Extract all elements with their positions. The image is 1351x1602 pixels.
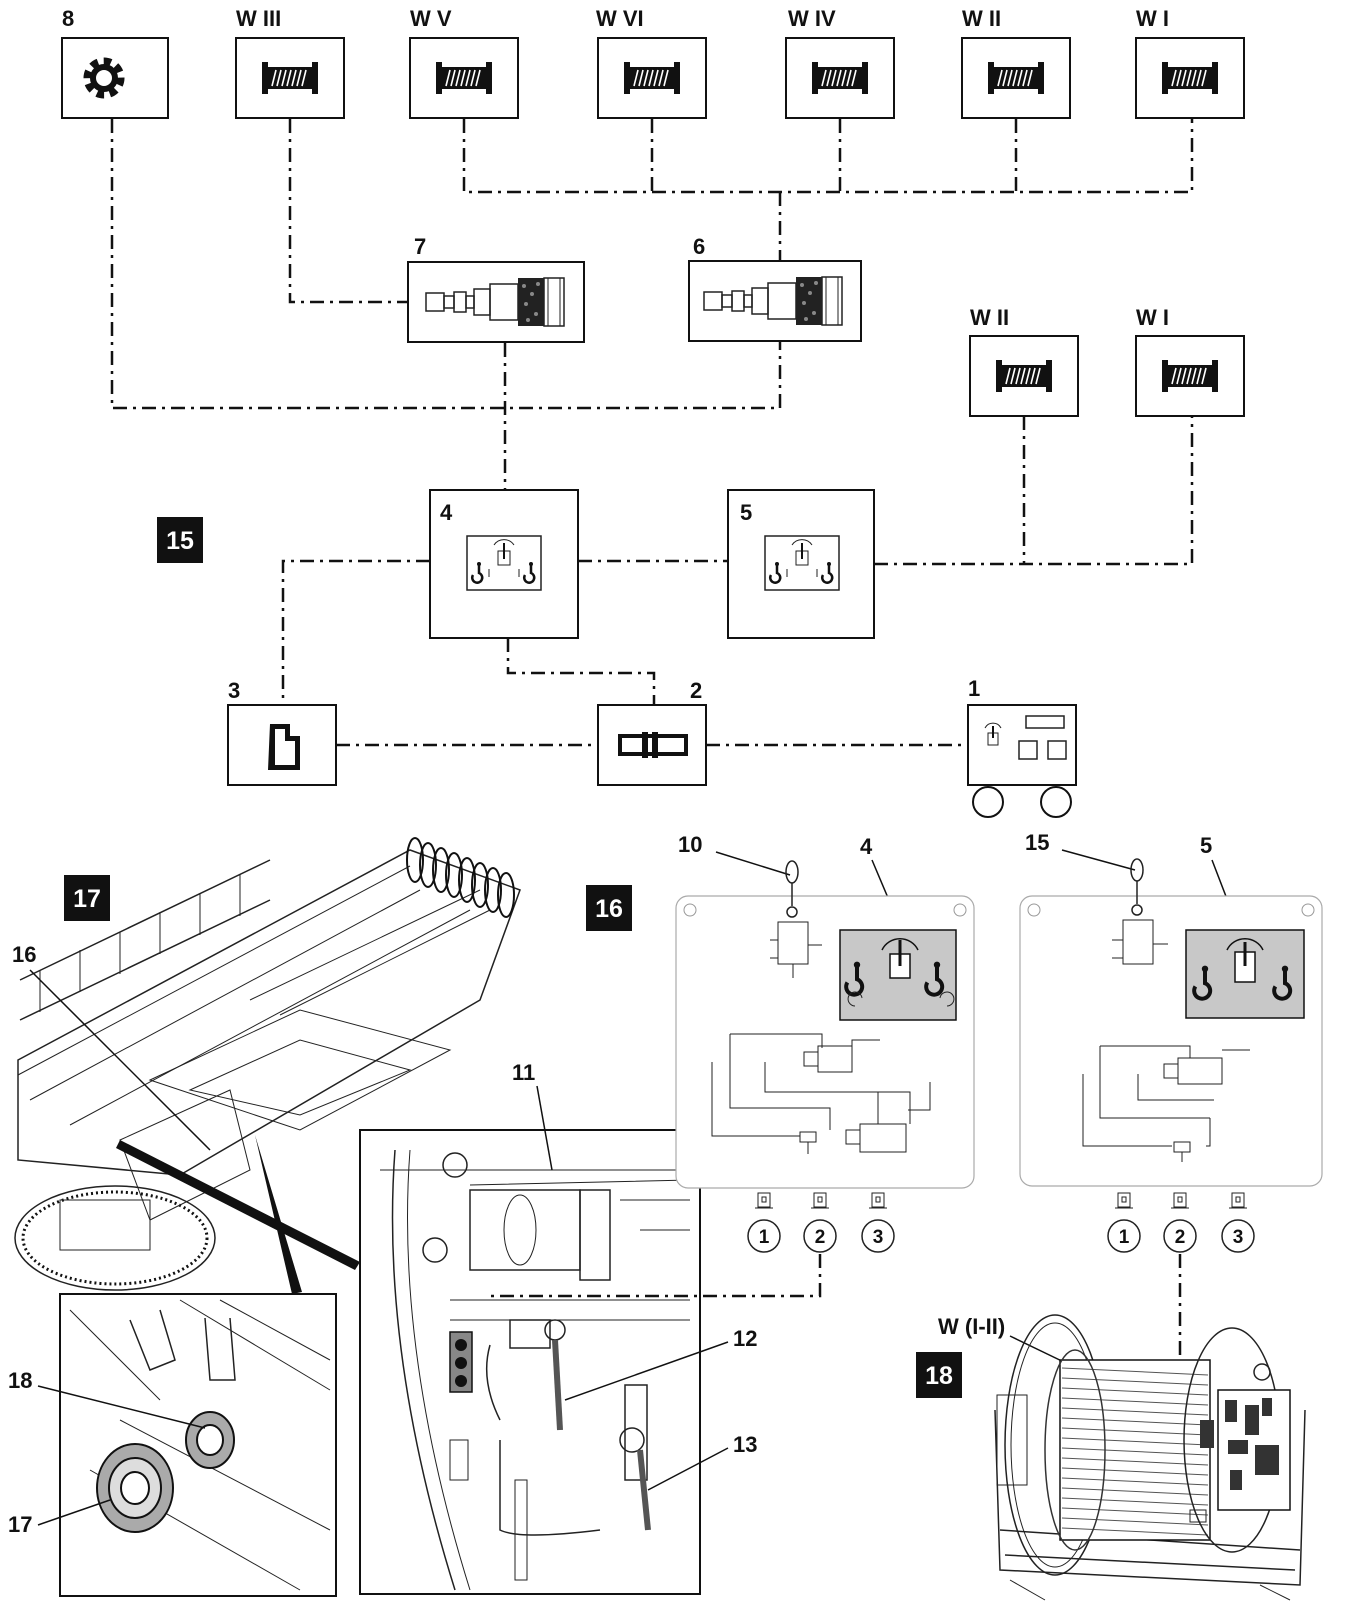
svg-text:3: 3 bbox=[1233, 1227, 1244, 1248]
port-3: 3 bbox=[1222, 1193, 1254, 1252]
node-8-gear: 8 bbox=[62, 6, 168, 118]
node-6-coupling: 6 bbox=[689, 234, 861, 341]
svg-text:17: 17 bbox=[73, 885, 101, 913]
port-2: 2 bbox=[1164, 1193, 1196, 1252]
section-tag-17: 17 bbox=[64, 875, 110, 921]
section-tag-18: 18 bbox=[916, 1352, 962, 1398]
node-label: W V bbox=[410, 6, 452, 31]
node-label: 6 bbox=[693, 234, 705, 259]
node-label: 3 bbox=[228, 678, 240, 703]
node-7-coupling: 7 bbox=[408, 234, 584, 342]
port-1: 1 bbox=[1108, 1193, 1140, 1252]
node-label: 1 bbox=[968, 676, 980, 701]
schematic-15: 8 W III W V W VI W IV W I bbox=[62, 6, 1244, 817]
section-tag-16: 16 bbox=[586, 885, 632, 931]
callout-17: 17 bbox=[8, 1512, 32, 1537]
view-17-machine: 17 bbox=[8, 838, 757, 1596]
node-w-i-top: W I bbox=[1136, 6, 1244, 118]
node-label: W II bbox=[962, 6, 1001, 31]
node-label: W I bbox=[1136, 305, 1169, 330]
section-tag-15: 15 bbox=[157, 517, 203, 563]
node-w-i-right: W I bbox=[1136, 305, 1244, 416]
connection-lines bbox=[112, 119, 1192, 745]
node-w-ii-right: W II bbox=[970, 305, 1078, 416]
node-label: W III bbox=[236, 6, 281, 31]
callout-16: 16 bbox=[12, 942, 36, 967]
node-label: 8 bbox=[62, 6, 74, 31]
node-w-v: W V bbox=[410, 6, 518, 118]
detail-couplings bbox=[60, 1294, 336, 1596]
lever-label-15: 15 bbox=[1025, 830, 1049, 855]
panel-5: 15 5 bbox=[1020, 830, 1322, 1252]
port-1: 1 bbox=[748, 1193, 780, 1252]
port-2: 2 bbox=[804, 1193, 836, 1252]
power-unit-cart-icon bbox=[968, 705, 1076, 817]
detail-valves bbox=[360, 1130, 700, 1594]
port-3: 3 bbox=[862, 1193, 894, 1252]
winch-label: W (I-II) bbox=[938, 1314, 1005, 1339]
winch-drawing bbox=[995, 1315, 1305, 1600]
svg-text:3: 3 bbox=[873, 1227, 884, 1248]
svg-text:18: 18 bbox=[925, 1362, 953, 1390]
callout-12: 12 bbox=[733, 1326, 757, 1351]
node-w-ii-top: W II bbox=[962, 6, 1070, 118]
node-label: W VI bbox=[596, 6, 644, 31]
node-1-power-unit: 1 bbox=[968, 676, 1076, 817]
node-w-iv: W IV bbox=[786, 6, 894, 118]
node-5-control: 5 bbox=[728, 490, 874, 638]
node-label: 4 bbox=[440, 500, 453, 525]
panel-label-5: 5 bbox=[1200, 833, 1212, 858]
detail-pointer bbox=[116, 1140, 360, 1270]
node-label: 7 bbox=[414, 234, 426, 259]
node-label: W IV bbox=[788, 6, 836, 31]
callout-16-leader bbox=[30, 970, 210, 1150]
node-2-connector: 2 bbox=[598, 678, 706, 785]
svg-text:15: 15 bbox=[166, 527, 194, 555]
node-3-bracket: 3 bbox=[228, 678, 336, 785]
node-w-iii: W III bbox=[236, 6, 344, 118]
svg-text:16: 16 bbox=[595, 895, 623, 923]
svg-text:1: 1 bbox=[1119, 1227, 1130, 1248]
node-4-control: 4 bbox=[430, 490, 578, 638]
node-label: W I bbox=[1136, 6, 1169, 31]
lever-label-10: 10 bbox=[678, 832, 702, 857]
callout-11: 11 bbox=[512, 1060, 535, 1085]
callout-13: 13 bbox=[733, 1432, 757, 1457]
panel-4: 10 4 bbox=[676, 832, 974, 1252]
node-w-vi: W VI bbox=[596, 6, 706, 118]
svg-text:2: 2 bbox=[815, 1227, 826, 1248]
svg-text:1: 1 bbox=[759, 1227, 770, 1248]
svg-text:2: 2 bbox=[1175, 1227, 1186, 1248]
panel-label-4: 4 bbox=[860, 834, 873, 859]
callout-18: 18 bbox=[8, 1368, 32, 1393]
node-label: 5 bbox=[740, 500, 752, 525]
view-18-winch: 18 W (I-II) bbox=[916, 1314, 1305, 1600]
node-label: W II bbox=[970, 305, 1009, 330]
node-label: 2 bbox=[690, 678, 702, 703]
